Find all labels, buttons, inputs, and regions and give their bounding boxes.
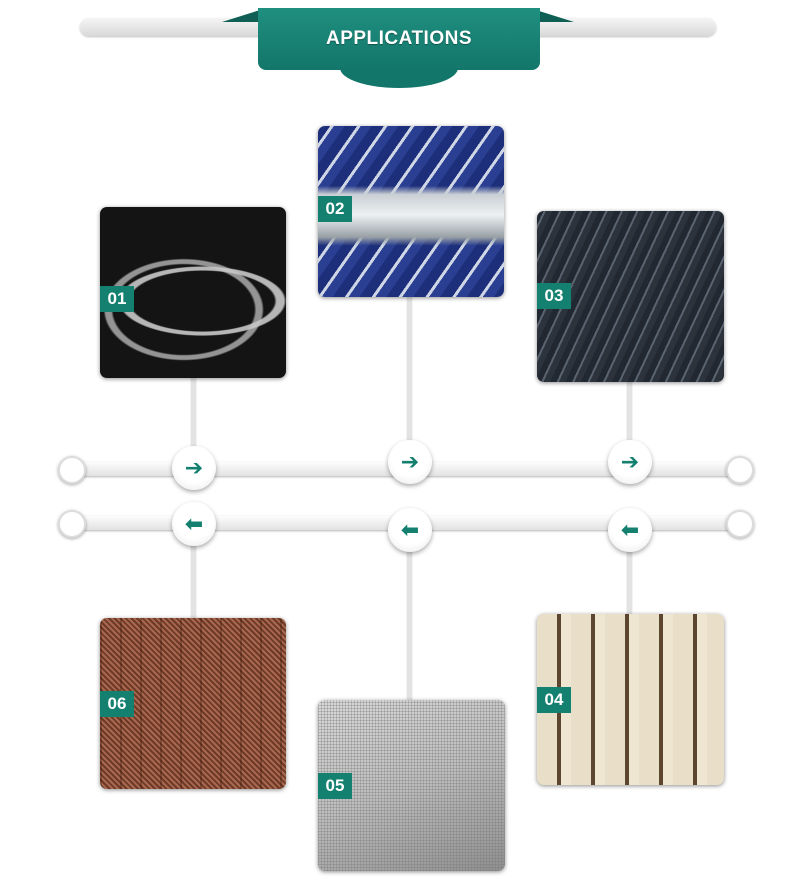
arrow-left-icon: ⬅ bbox=[172, 502, 216, 546]
application-card-01[interactable]: 01 bbox=[100, 207, 286, 378]
page-title: APPLICATIONS bbox=[258, 8, 540, 70]
application-number-badge: 02 bbox=[318, 196, 352, 222]
arrow-right-icon: ➔ bbox=[608, 440, 652, 484]
arrow-left-icon: ⬅ bbox=[608, 508, 652, 552]
connector-line-05 bbox=[407, 530, 412, 700]
application-number-badge: 06 bbox=[100, 691, 134, 717]
arrow-right-icon: ➔ bbox=[172, 446, 216, 490]
timeline-start-cap-bottom bbox=[58, 510, 86, 538]
application-number-badge: 04 bbox=[537, 687, 571, 713]
arrow-left-icon: ⬅ bbox=[388, 508, 432, 552]
banner-fold-right bbox=[536, 10, 574, 22]
timeline-end-cap-top bbox=[726, 456, 754, 484]
arrow-right-icon: ➔ bbox=[388, 440, 432, 484]
connector-line-03 bbox=[627, 382, 632, 464]
connector-line-02 bbox=[407, 297, 412, 463]
banner-fold-left bbox=[222, 10, 260, 22]
banner-tab bbox=[340, 68, 458, 88]
connector-line-04 bbox=[627, 530, 632, 614]
application-card-04[interactable]: 04 bbox=[537, 614, 724, 785]
application-card-03[interactable]: 03 bbox=[537, 211, 724, 382]
application-number-badge: 03 bbox=[537, 283, 571, 309]
application-card-02[interactable]: 02 bbox=[318, 126, 504, 297]
timeline-end-cap-bottom bbox=[726, 510, 754, 538]
application-number-badge: 05 bbox=[318, 773, 352, 799]
application-number-badge: 01 bbox=[100, 286, 134, 312]
connector-line-01 bbox=[191, 378, 196, 468]
timeline-start-cap-top bbox=[58, 456, 86, 484]
connector-line-06 bbox=[191, 524, 196, 618]
application-card-05[interactable]: 05 bbox=[318, 700, 505, 871]
application-card-06[interactable]: 06 bbox=[100, 618, 286, 789]
